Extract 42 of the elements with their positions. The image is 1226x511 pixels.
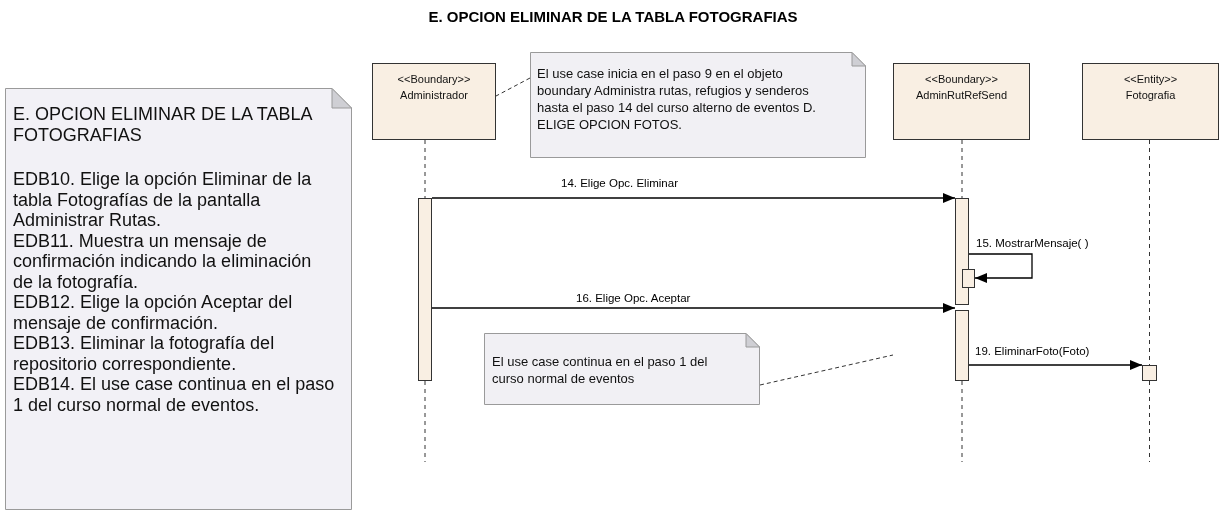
object-name: AdminRutRefSend <box>914 88 1009 103</box>
lifeline <box>424 380 426 463</box>
note-link <box>759 354 894 386</box>
lifeline <box>961 139 963 199</box>
activation-bar <box>962 269 975 288</box>
edge-label: 15. MostrarMensaje( ) <box>975 236 1090 250</box>
self-message-arrow <box>968 253 1033 283</box>
activation-bar <box>418 198 432 381</box>
note-step-text: EDB12. Elige la opción Aceptar del mensaje de confirmación. <box>13 292 294 333</box>
note-card <box>5 88 352 510</box>
message-arrow <box>968 360 1143 370</box>
stereotype-label: <<Boundary>> <box>396 72 472 87</box>
diagram-title: E. OPCION ELIMINAR DE LA TABLA FOTOGRAFIAS <box>427 8 799 25</box>
note-step-text: EDB14. El use case continua en el paso 1 del curso normal de eventos. <box>13 374 336 415</box>
activation-bar <box>1142 365 1157 381</box>
object-name: Fotografia <box>1124 88 1177 103</box>
lifeline <box>961 380 963 463</box>
note-step-text: EDB11. Muestra un mensaje de confirmación indicando la eliminación de la fotografía. <box>13 230 313 292</box>
lifeline <box>1149 139 1150 366</box>
edge-label: 16. Elige Opc. Aceptar <box>575 291 692 305</box>
edge-label: 14. Elige Opc. Eliminar <box>560 176 679 190</box>
note-heading: E. OPCION ELIMINAR DE LA TABLA FOTOGRAFIAS <box>13 104 313 145</box>
stereotype-label: <<Entity>> <box>1122 72 1179 87</box>
lifeline <box>424 139 426 199</box>
stereotype-label: <<Boundary>> <box>924 72 999 87</box>
note-text: El use case continua en el paso 1 del curso normal de eventos <box>492 353 709 387</box>
activation-bar <box>955 198 969 305</box>
activation-bar <box>955 310 969 381</box>
lifeline-head-box <box>893 63 1030 140</box>
lifeline-head-box <box>1082 63 1219 140</box>
note-link <box>495 77 531 97</box>
note-step-text: EDB13. Eliminar la fotografía del repositorio correspondiente. <box>13 333 276 374</box>
note-card <box>530 52 866 158</box>
message-arrow <box>431 303 956 313</box>
lifeline-head-box <box>372 63 496 140</box>
note-step-text: EDB10. Elige la opción Eliminar de la tabla Fotografías de la pantalla Administrar Rutas. <box>13 169 313 231</box>
message-arrow <box>431 193 956 203</box>
edge-label: 19. EliminarFoto(Foto) <box>974 344 1091 358</box>
object-name: Administrador <box>399 88 469 103</box>
note-text: El use case inicia en el paso 9 en el objeto boundary Administra rutas, refugios y senderos hasta el paso 14 del curso alterno de eventos D. ELIGE OPCION FOTOS. <box>537 65 817 133</box>
lifeline <box>1149 380 1150 463</box>
note-card <box>484 333 760 405</box>
